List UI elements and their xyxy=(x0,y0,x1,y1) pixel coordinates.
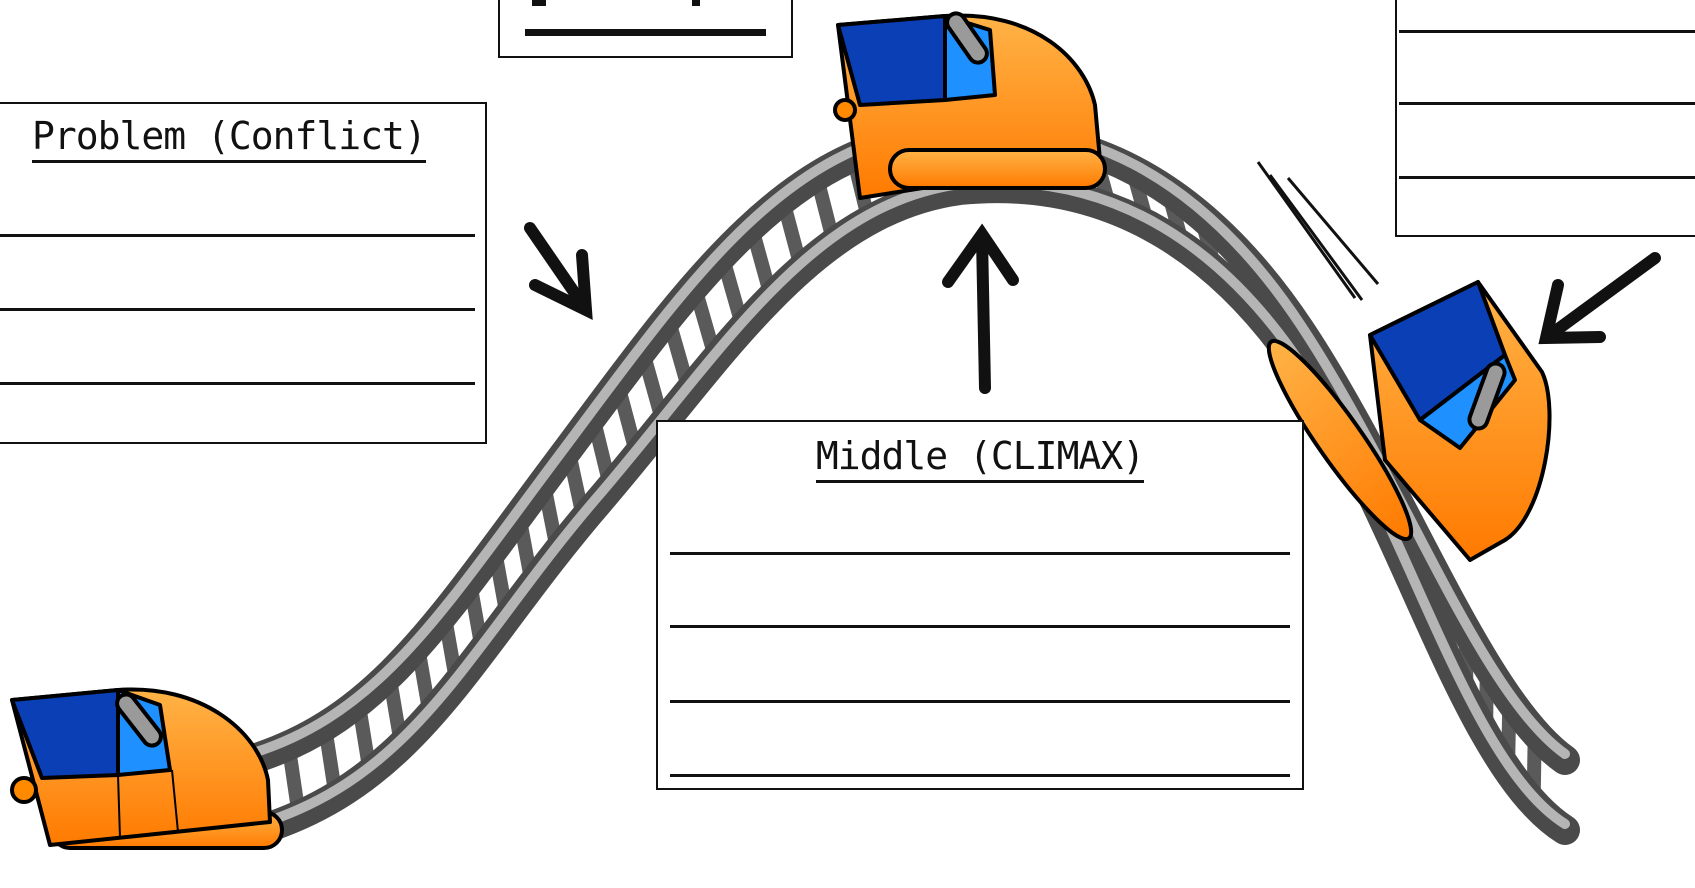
write-line xyxy=(0,382,475,385)
write-line xyxy=(1399,30,1695,33)
arrow-icon-left xyxy=(524,222,593,320)
problem-box-title-text: Problem (Conflict) xyxy=(32,114,427,163)
write-line xyxy=(670,700,1290,703)
write-line xyxy=(670,774,1290,777)
arrow-icon-right xyxy=(1538,252,1661,345)
write-line xyxy=(670,625,1290,628)
write-line xyxy=(0,234,475,237)
middle-box-title: Middle (CLIMAX) xyxy=(658,434,1302,483)
problem-box: Problem (Conflict) xyxy=(0,102,487,444)
write-line xyxy=(1399,102,1695,105)
middle-box-title-text: Middle (CLIMAX) xyxy=(815,434,1145,483)
middle-box: Middle (CLIMAX) xyxy=(656,420,1304,790)
title-box xyxy=(498,0,793,58)
speed-lines-icon xyxy=(1256,161,1380,301)
resolution-box xyxy=(1395,0,1695,237)
coaster-car-icon-top xyxy=(833,11,1107,200)
title-box-fragment xyxy=(532,0,752,6)
problem-box-title: Problem (Conflict) xyxy=(32,114,427,163)
write-line xyxy=(1399,176,1695,179)
arrow-icon-up xyxy=(942,223,1019,394)
write-line xyxy=(0,308,475,311)
write-line xyxy=(670,552,1290,555)
coaster-car-icon-start xyxy=(10,687,284,850)
title-box-underline xyxy=(525,29,766,36)
coaster-car-icon-descending xyxy=(1266,280,1552,562)
